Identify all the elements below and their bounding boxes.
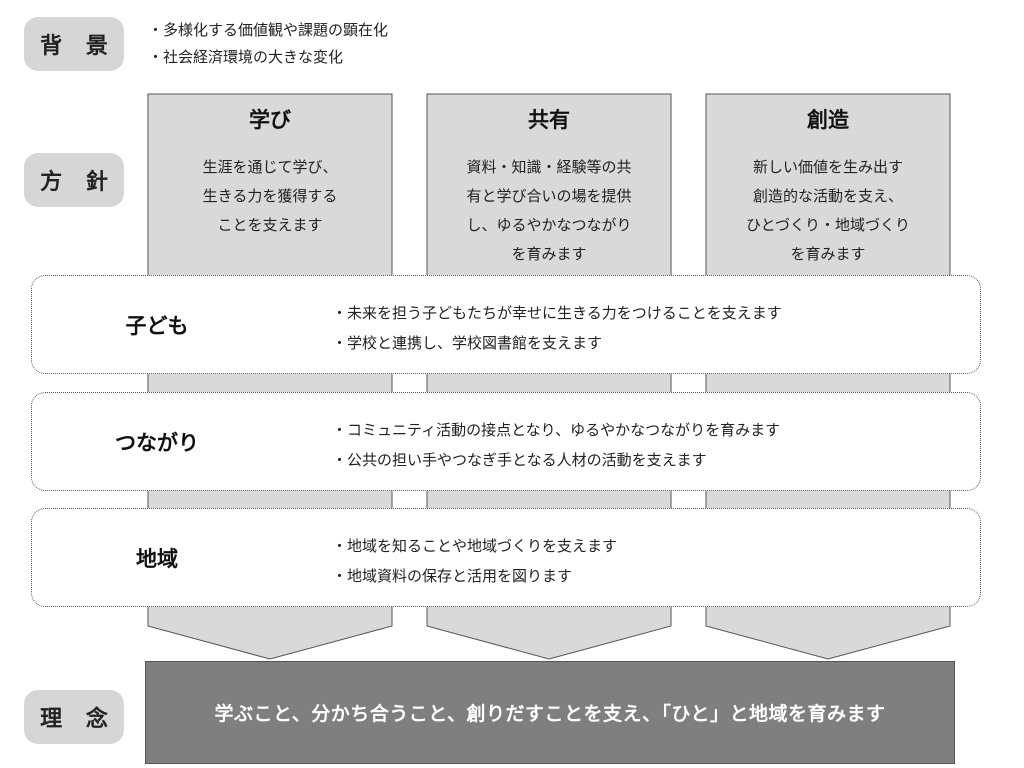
band-connections: つながり コミュニティ活動の接点となり、ゆるやかなつながりを育みます 公共の担い… xyxy=(31,392,981,491)
band-item: 公共の担い手やつなぎ手となる人材の活動を支えます xyxy=(332,445,780,475)
background-item: 社会経済環境の大きな変化 xyxy=(148,44,388,71)
band-children: 子ども 未来を担う子どもたちが幸せに生きる力をつけることを支えます 学校と連携し… xyxy=(31,275,981,374)
band-title: 子ども xyxy=(125,313,189,338)
band-list: 未来を担う子どもたちが幸せに生きる力をつけることを支えます 学校と連携し、学校図… xyxy=(332,298,782,358)
band-item: 未来を担う子どもたちが幸せに生きる力をつけることを支えます xyxy=(332,298,782,328)
band-item: 学校と連携し、学校図書館を支えます xyxy=(332,328,782,358)
band-list: コミュニティ活動の接点となり、ゆるやかなつながりを育みます 公共の担い手やつなぎ… xyxy=(332,415,780,475)
band-region: 地域 地域を知ることや地域づくりを支えます 地域資料の保存と活用を図ります xyxy=(31,508,981,607)
background-list: 多様化する価値観や課題の顕在化 社会経済環境の大きな変化 xyxy=(148,17,388,71)
philosophy-text: 学ぶこと、分かち合うこと、創りだすことを支え、「ひと」と地域を育みます xyxy=(214,703,886,725)
band-item: コミュニティ活動の接点となり、ゆるやかなつながりを育みます xyxy=(332,415,780,445)
policy-column-text: 生涯を通じて学び、 生きる力を獲得する ことを支えます xyxy=(202,158,338,234)
philosophy-box: 学ぶこと、分かち合うこと、創りだすことを支え、「ひと」と地域を育みます xyxy=(145,661,955,764)
label-background: 背 景 xyxy=(24,17,124,71)
band-item: 地域を知ることや地域づくりを支えます xyxy=(332,531,617,561)
label-philosophy: 理 念 xyxy=(24,690,124,744)
band-list: 地域を知ることや地域づくりを支えます 地域資料の保存と活用を図ります xyxy=(332,531,617,591)
policy-column-text: 資料・知識・経験等の共 有と学び合いの場を提供 し、ゆるやかなつながり を育みま… xyxy=(466,158,632,263)
policy-column-title: 創造 xyxy=(807,108,849,132)
band-title: つながり xyxy=(115,430,199,455)
background-item: 多様化する価値観や課題の顕在化 xyxy=(148,17,388,44)
band-item: 地域資料の保存と活用を図ります xyxy=(332,561,617,591)
label-policy: 方 針 xyxy=(24,153,124,207)
policy-column-title: 共有 xyxy=(528,108,570,132)
band-title: 地域 xyxy=(136,546,178,571)
policy-column-title: 学び xyxy=(249,108,291,132)
policy-column-text: 新しい価値を生み出す 創造的な活動を支え、 ひとづくり・地域づくり を育みます xyxy=(746,158,910,263)
